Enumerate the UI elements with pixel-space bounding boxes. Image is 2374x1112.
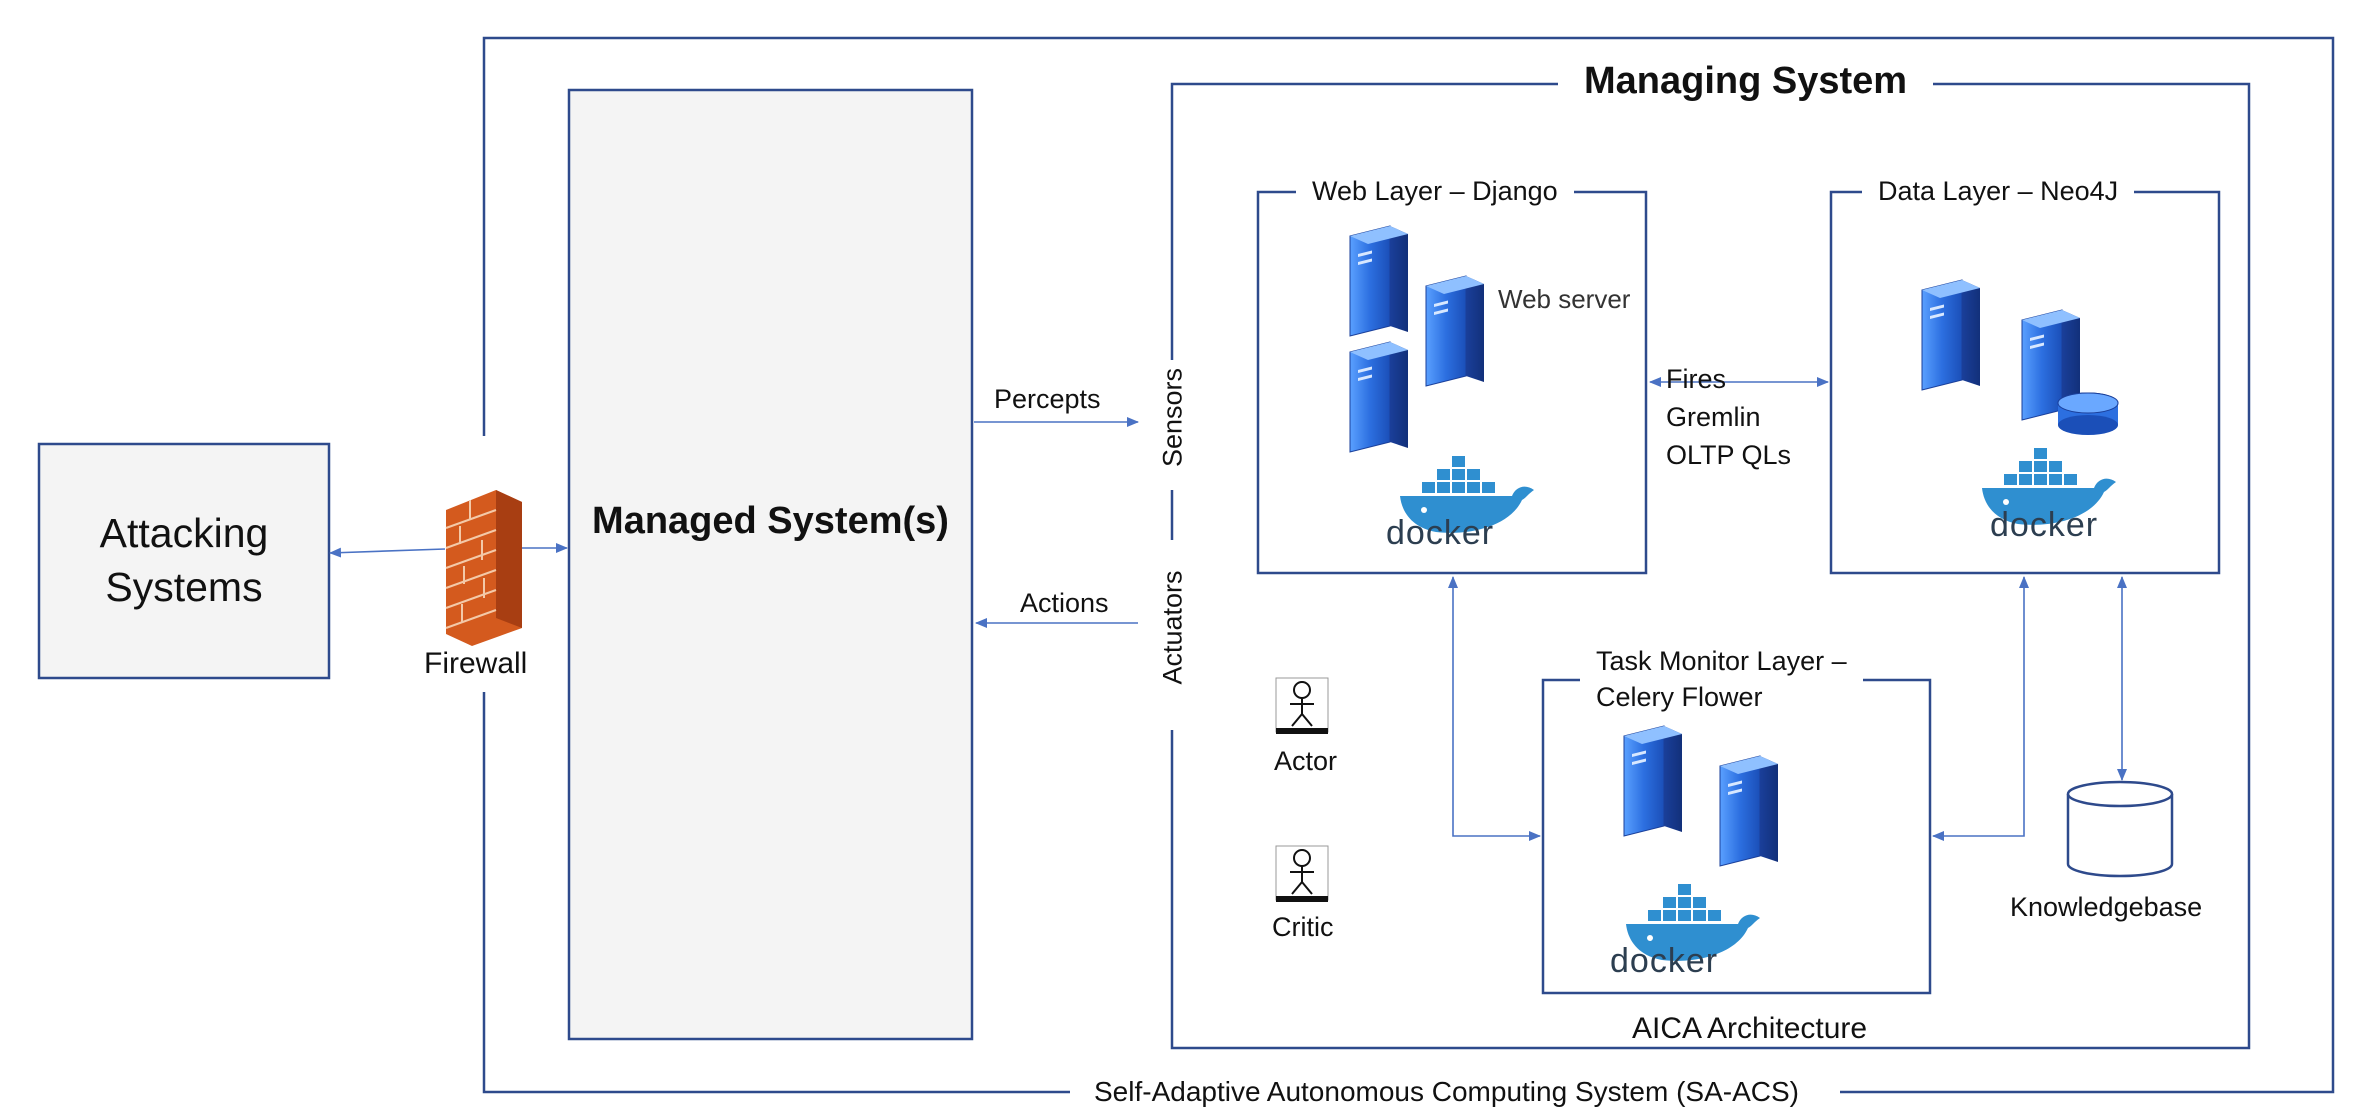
arrow-data-task [1932,576,2029,841]
knowledgebase-cylinder-icon [2066,780,2174,878]
sensors-label: Sensors [1157,362,1189,473]
knowledgebase-label: Knowledgebase [2010,892,2203,922]
actuators-label: Actuators [1157,557,1189,698]
fires-gremlin-label: Fires Gremlin OLTP QLs [1666,360,1791,474]
managed-system-label: Managed System(s) [592,500,949,542]
critic-icon [1275,845,1329,902]
actor-icon [1275,677,1329,734]
managed-system-box [567,88,974,1041]
arrow-web-task [1448,576,1541,841]
percepts-label: Percepts [994,384,1101,414]
web-layer-title: Web Layer – Django [1296,176,1574,207]
firewall-label: Firewall [424,647,528,680]
aica-architecture-label: AICA Architecture [1632,1012,1868,1045]
server-icon [1349,341,1409,453]
server-icon [1921,279,1981,391]
firewall-icon [445,490,522,646]
task-layer-title-line1: Task Monitor Layer – [1596,646,1847,676]
attacking-line2: Systems [105,564,263,610]
server-icon [1623,725,1683,837]
server-icon [1349,225,1409,337]
data-layer-title: Data Layer – Neo4J [1862,176,2135,207]
fires-line1: Fires [1666,364,1726,394]
attacking-line1: Attacking [99,510,269,556]
task-layer-title-line2: Celery Flower [1596,682,1763,712]
managing-system-title: Managing System [1558,60,1934,103]
fires-line3: OLTP QLs [1666,440,1792,470]
critic-label: Critic [1272,912,1334,942]
docker-wordmark: docker [1990,506,2099,544]
server-icon [1719,755,1779,867]
database-icon [2057,392,2119,435]
web-server-label: Web server [1498,284,1631,314]
docker-wordmark: docker [1610,942,1719,980]
server-icon [1425,275,1485,387]
arrow-firewall-to-attacking [329,547,446,558]
docker-wordmark: docker [1386,514,1495,552]
sa-acs-label: Self-Adaptive Autonomous Computing Syste… [1086,1076,1807,1108]
attacking-systems-label: Attacking Systems [39,506,329,614]
actor-label: Actor [1274,746,1338,776]
sa-acs-frame [482,36,2335,1094]
actions-label: Actions [1020,588,1109,618]
task-layer-title: Task Monitor Layer – Celery Flower [1580,643,1863,715]
fires-line2: Gremlin [1666,402,1761,432]
attacking-systems-box [37,442,331,680]
